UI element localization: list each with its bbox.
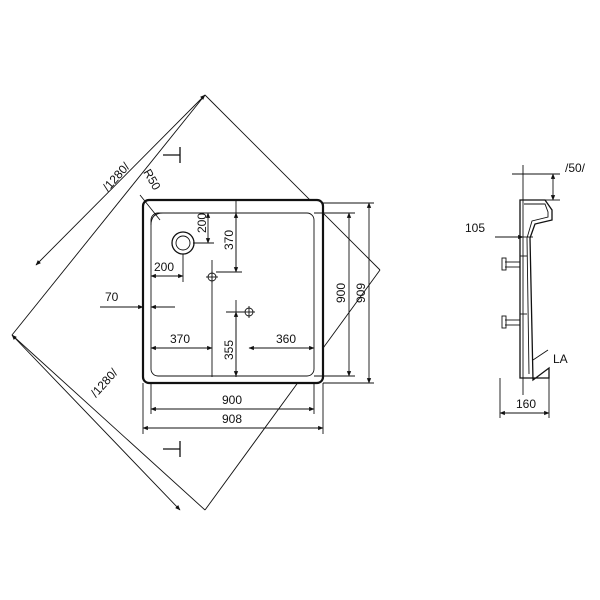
outer-width-label: 908: [222, 412, 242, 426]
support-leg-icon: [501, 255, 527, 329]
section-label: LA: [553, 352, 568, 366]
section-marker-top: [163, 147, 181, 163]
base-width-label: 160: [516, 397, 536, 411]
tray-corner-icon: [150, 212, 164, 226]
edge-offset-label: 70: [105, 290, 119, 304]
inner-width-label: 900: [222, 393, 242, 407]
rim-height-label: /50/: [565, 161, 586, 175]
tray-outer: [141, 198, 325, 385]
rim-offset-label: 105: [465, 221, 485, 235]
section-marker-bottom: [163, 441, 181, 457]
diagonal-bottom-label: /1280/: [88, 365, 121, 400]
inner-height-label: 900: [334, 283, 348, 303]
plan-view: /1280/ /1280/ R50: [11, 94, 381, 511]
tray-profile: [519, 199, 553, 382]
inner-left-width-label: 370: [170, 332, 190, 346]
tray-basin: [150, 212, 315, 377]
outer-height-label: 909: [354, 283, 368, 303]
inner-top-depth-label: 370: [222, 230, 236, 250]
drain-offset-left-label: 200: [154, 260, 174, 274]
inner-right-width-label: 360: [276, 332, 296, 346]
inner-lower-depth-label: 355: [222, 340, 236, 360]
section-view: /50/ 105 LA 160: [465, 161, 586, 418]
diagonal-top-label: /1280/: [100, 159, 133, 194]
corner-radius-label: R50: [140, 167, 163, 193]
drain-offset-top-label: 200: [195, 213, 209, 233]
